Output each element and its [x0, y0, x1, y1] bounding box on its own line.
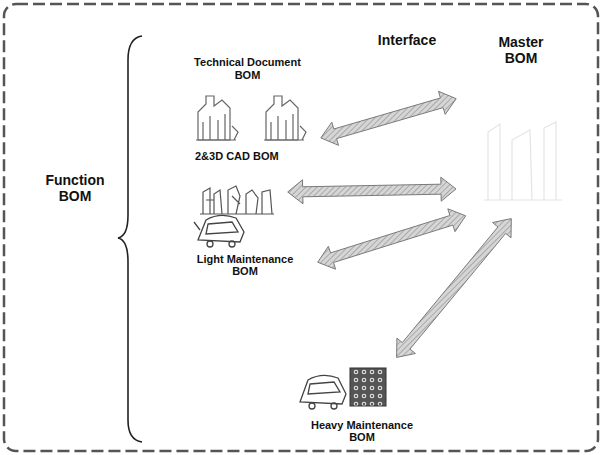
interface-arrow [321, 91, 456, 145]
node-text: Light Maintenance BOM [190, 253, 300, 278]
train-icon [194, 215, 244, 247]
interface-label: Interface [362, 32, 452, 48]
gear-panel [350, 368, 386, 406]
node-text: 2&3D CAD BOM [195, 150, 279, 163]
group-label: Function BOM [30, 172, 120, 204]
document-icon [196, 96, 306, 140]
node-text: Heavy Maintenance BOM [307, 419, 417, 444]
interface-arrow [288, 177, 456, 204]
bom-group: Light Maintenance BOM [178, 208, 312, 278]
bom-group: Heavy Maintenance BOM [292, 362, 432, 444]
interface-arrow [397, 219, 512, 358]
bom-group: Technical Document BOM [180, 56, 315, 144]
master-bom: Master BOM [462, 34, 580, 214]
cad-icon [200, 186, 274, 214]
master-icon [484, 122, 562, 200]
brace [118, 36, 142, 442]
node-text: Master BOM [491, 34, 551, 66]
node-text: Technical Document BOM [193, 56, 303, 81]
interface-arrow [318, 209, 466, 269]
train-icon [300, 375, 346, 409]
dashed-frame [4, 4, 598, 451]
bom-group: 2&3D CAD BOM [192, 150, 282, 218]
